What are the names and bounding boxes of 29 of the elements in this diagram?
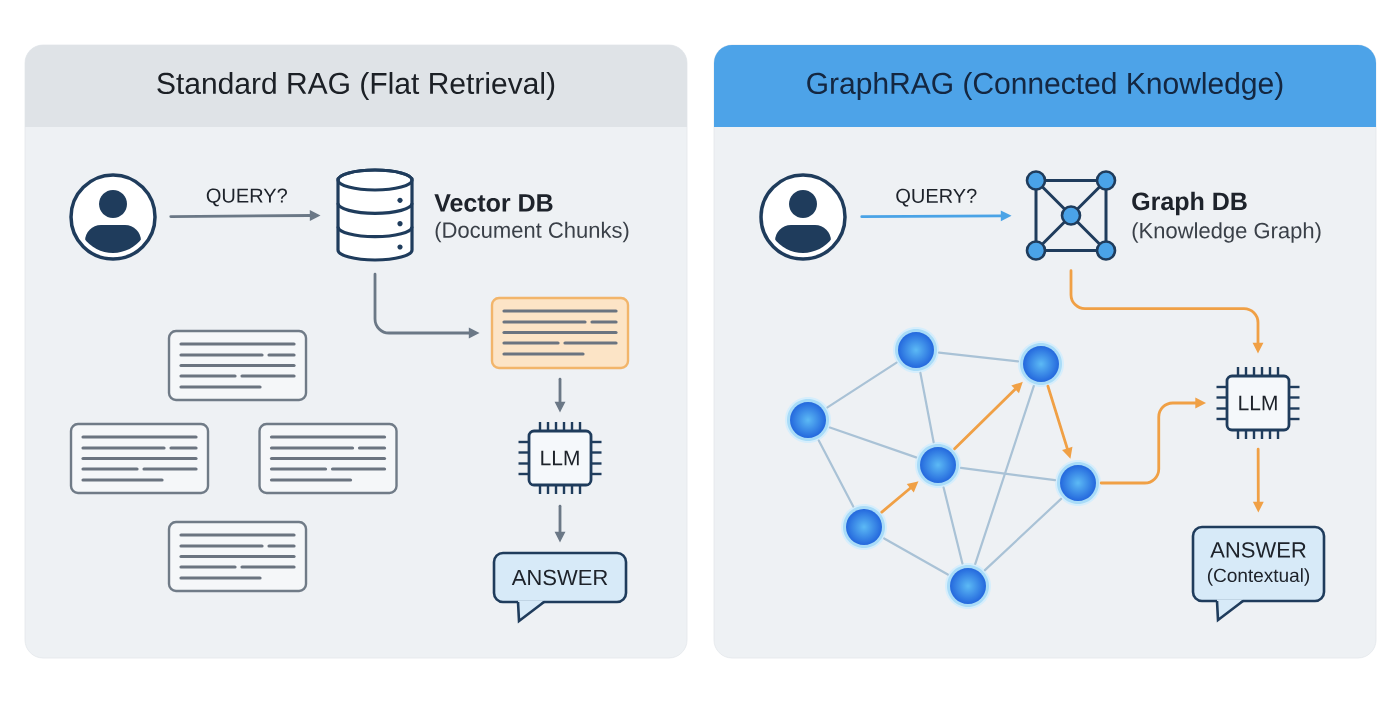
document-card	[167, 520, 308, 593]
document-card	[258, 422, 398, 495]
edge-label: QUERY?	[204, 187, 290, 208]
connector-line	[919, 371, 935, 444]
document-card	[69, 422, 210, 495]
speech-bubble: ANSWER (Contextual)	[1191, 525, 1326, 623]
document-card	[490, 296, 630, 370]
connector-line	[959, 466, 1057, 482]
speech-bubble: ANSWER	[492, 551, 628, 624]
processor-chip: LLM	[518, 422, 602, 494]
connector-line	[983, 497, 1063, 572]
user-icon	[69, 173, 157, 261]
connector-line	[942, 486, 964, 565]
connector-line	[817, 439, 855, 508]
edge-label: QUERY?	[893, 187, 979, 209]
panel-header: Standard RAG (Flat Retrieval)	[25, 45, 687, 127]
connector-line	[826, 361, 898, 409]
icon-label: Graph DB	[1132, 191, 1247, 216]
user-icon	[759, 173, 847, 261]
processor-chip: LLM	[1216, 367, 1300, 439]
icon-caption: (Knowledge Graph)	[1132, 222, 1321, 243]
connector-line	[828, 426, 918, 459]
icon-caption: (Document Chunks)	[435, 221, 629, 243]
panel-header: GraphRAG (Connected Knowledge)	[714, 45, 1376, 127]
icon-label: Vector DB	[434, 194, 553, 212]
connector-line	[883, 537, 949, 576]
document-card	[167, 329, 308, 402]
connector-line	[937, 351, 1020, 363]
connector-line	[974, 384, 1035, 566]
